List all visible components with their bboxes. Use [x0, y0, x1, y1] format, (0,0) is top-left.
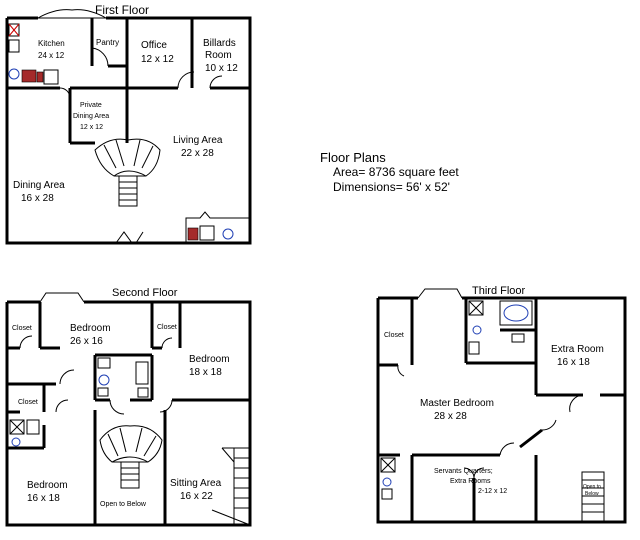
- servants-label-1: Servants Quarters;: [434, 468, 493, 475]
- bedroom-low-size: 16 x 18: [27, 493, 60, 504]
- closet-mid-label: Closet: [157, 324, 177, 331]
- bedroom-main-label: Bedroom: [70, 323, 111, 334]
- info-area: Area= 8736 square feet: [333, 165, 459, 179]
- third-floor: Third Floor: [376, 285, 627, 524]
- stove-icon: [8, 68, 20, 80]
- bedroom-right-label: Bedroom: [189, 354, 230, 365]
- pantry-label: Pantry: [96, 38, 119, 47]
- bedroom-right-size: 18 x 18: [189, 367, 222, 378]
- bedroom-low-label: Bedroom: [27, 480, 68, 491]
- third-closet-label: Closet: [384, 332, 404, 339]
- bay-window: [37, 9, 107, 19]
- first-floor: First Floor: [5, 3, 252, 245]
- sitting-label: Sitting Area: [170, 478, 222, 489]
- closet-left-label: Closet: [18, 399, 38, 406]
- second-floor-title: Second Floor: [112, 287, 178, 299]
- private-dining-label-2: Dining Area: [73, 113, 109, 120]
- office-label: Office: [141, 40, 167, 51]
- closet-top-label: Closet: [12, 325, 32, 332]
- servants-label-2: Extra Rooms: [450, 478, 491, 485]
- sitting-size: 16 x 22: [180, 491, 213, 502]
- spiral-staircase-2: [99, 425, 163, 463]
- first-floor-title: First Floor: [95, 3, 149, 17]
- floor-plan-info: Floor Plans Area= 8736 square feet Dimen…: [320, 150, 459, 195]
- extra-room-size: 16 x 18: [557, 357, 590, 368]
- third-open-below-1: Open to: [583, 484, 601, 490]
- private-dining-label-1: Private: [80, 102, 102, 109]
- bathtub-icon: [135, 361, 149, 385]
- billards-label-1: Billards: [203, 38, 236, 49]
- second-floor: Second Floor: [5, 287, 252, 527]
- exterior-wall-2: [5, 300, 252, 527]
- third-open-below-2: Below: [585, 491, 599, 497]
- info-heading: Floor Plans: [320, 150, 386, 165]
- toilet-icon: [222, 228, 234, 240]
- exterior-wall: [5, 16, 252, 245]
- exterior-wall-3: [376, 296, 627, 524]
- extra-room-label: Extra Room: [551, 344, 604, 355]
- bedroom-main-size: 26 x 16: [70, 336, 103, 347]
- office-size: 12 x 12: [141, 54, 174, 65]
- info-dimensions: Dimensions= 56' x 52': [333, 180, 450, 194]
- private-dining-size: 12 x 12: [80, 124, 103, 131]
- billards-size: 10 x 12: [205, 63, 238, 74]
- open-below-label: Open to Below: [100, 501, 147, 508]
- toilet-icon: [98, 374, 110, 386]
- master-size: 28 x 28: [434, 411, 467, 422]
- third-floor-title: Third Floor: [472, 285, 526, 297]
- spiral-staircase: [94, 138, 161, 177]
- kitchen-label: Kitchen: [38, 39, 65, 48]
- dining-label: Dining Area: [13, 180, 65, 191]
- master-label: Master Bedroom: [420, 398, 494, 409]
- counter-icon: [21, 69, 37, 83]
- kitchen-size: 24 x 12: [38, 51, 65, 60]
- living-size: 22 x 28: [181, 148, 214, 159]
- billards-label-2: Room: [205, 50, 232, 61]
- living-label: Living Area: [173, 135, 223, 146]
- dining-size: 16 x 28: [21, 193, 54, 204]
- servants-size: 2-12 x 12: [478, 488, 507, 495]
